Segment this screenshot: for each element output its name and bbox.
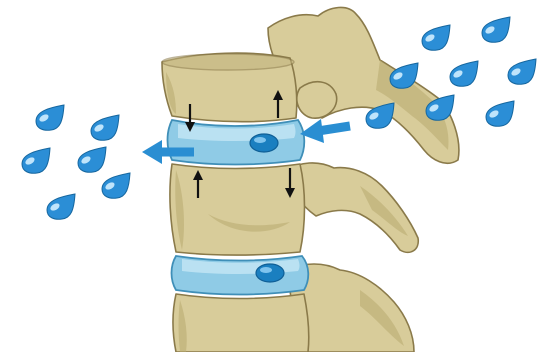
vertebra-middle <box>170 164 305 255</box>
flow-in-arrow-icon <box>300 119 350 143</box>
water-drop-icon <box>482 17 510 42</box>
water-drops-left <box>22 105 130 219</box>
vertebra-upper <box>162 53 297 122</box>
water-drop-icon <box>102 173 130 198</box>
water-drop-icon <box>422 25 450 50</box>
water-drop-icon <box>486 101 514 126</box>
water-drop-icon <box>91 115 119 140</box>
water-drop-icon <box>78 147 106 172</box>
water-drop-icon <box>47 194 75 219</box>
water-drop-icon <box>508 59 536 84</box>
vertebra-lower <box>173 294 309 352</box>
water-drop-icon <box>22 148 50 173</box>
disc-lower <box>172 256 309 295</box>
water-drop-icon <box>450 61 478 86</box>
nucleus-lower <box>256 264 284 282</box>
spine <box>162 7 459 352</box>
water-drop-icon <box>36 105 64 130</box>
nucleus-upper <box>250 134 278 152</box>
